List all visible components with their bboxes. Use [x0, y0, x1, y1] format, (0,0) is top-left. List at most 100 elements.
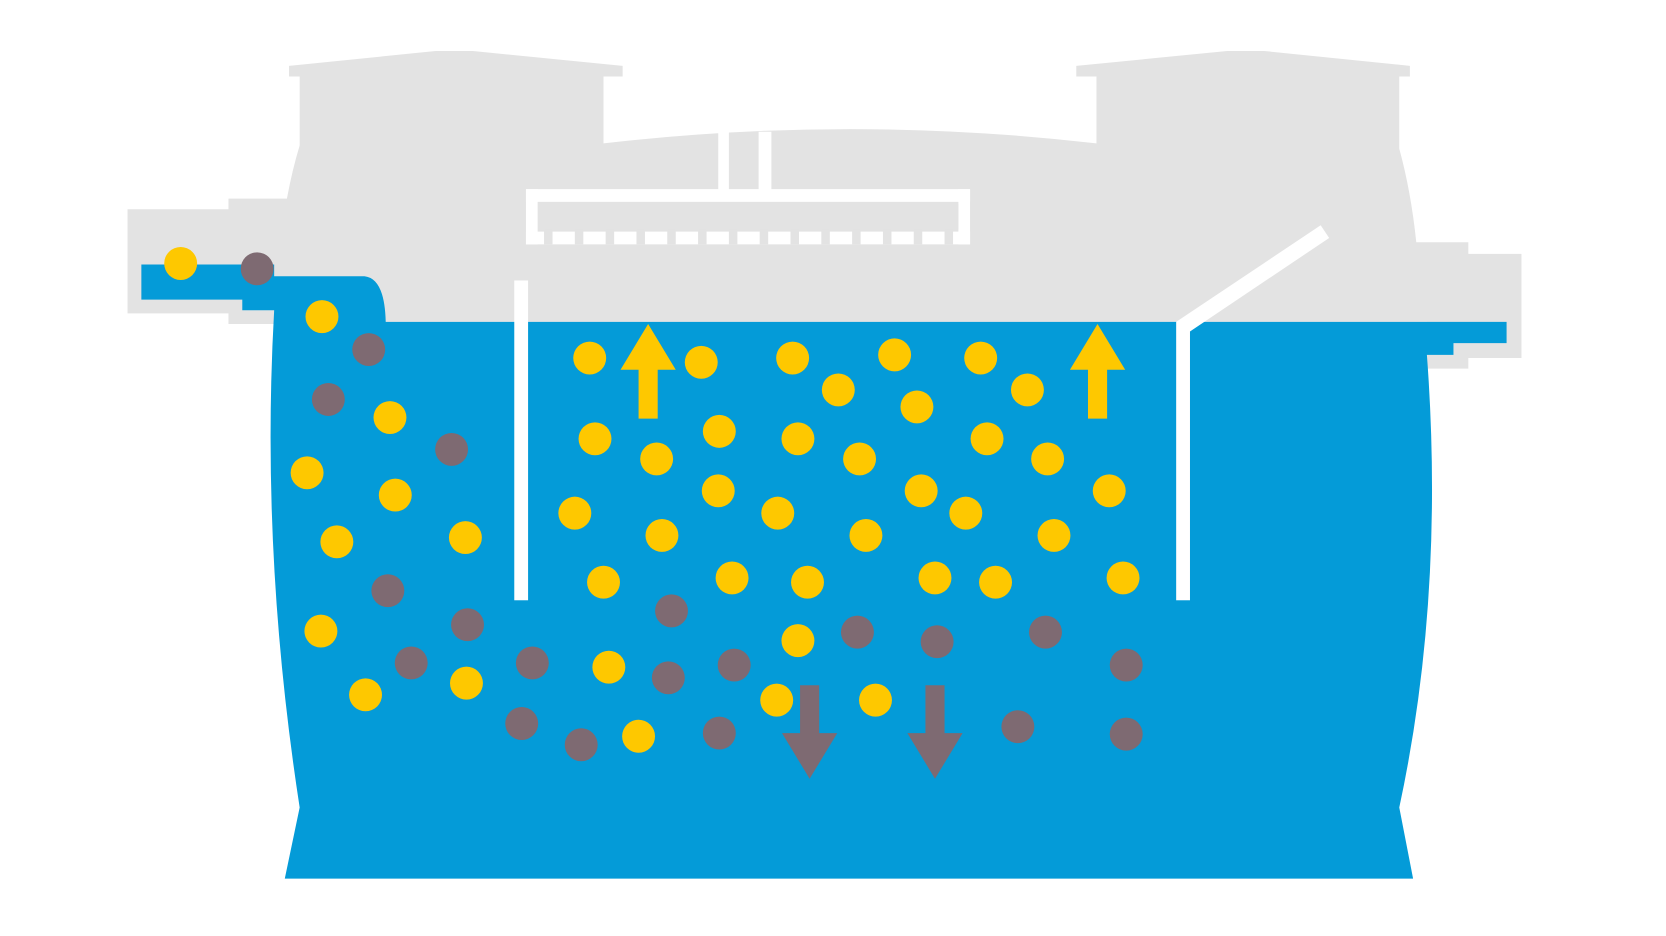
light-particle: [1010, 373, 1044, 407]
heavy-particle: [240, 252, 274, 286]
arrow-up-icon: [1069, 324, 1126, 419]
light-particle: [859, 683, 892, 717]
light-particle: [622, 719, 656, 753]
filter-tooth: [759, 229, 769, 245]
inlet-baffle: [514, 280, 529, 601]
light-particle: [1031, 442, 1065, 476]
filter-comb: [539, 203, 959, 245]
light-particle: [1106, 561, 1140, 595]
heavy-particle: [371, 574, 405, 608]
water-body: [141, 264, 1507, 879]
outlet-baffle: [1176, 321, 1190, 601]
filter-tooth: [728, 229, 738, 245]
heavy-particle: [1001, 710, 1035, 744]
light-particle: [645, 518, 679, 552]
filter-tooth: [882, 229, 892, 245]
filter-tooth: [544, 229, 553, 245]
light-particle: [1037, 518, 1071, 552]
vent-pipe-left: [718, 131, 729, 200]
light-particle: [378, 478, 412, 512]
filter-tooth: [852, 229, 861, 245]
light-particle: [761, 496, 795, 530]
filter-right-side: [958, 189, 971, 245]
flow-arrows: [620, 324, 1126, 779]
left-manhole-cap: [289, 50, 623, 77]
heavy-particle: [702, 716, 736, 750]
light-particle: [781, 624, 815, 658]
light-particle: [701, 474, 735, 508]
light-particle: [304, 614, 338, 648]
heavy-particle: [655, 594, 688, 628]
light-particle: [849, 518, 883, 552]
light-particle: [904, 474, 938, 508]
light-particle: [373, 401, 407, 435]
heavy-particle: [515, 646, 549, 680]
light-particle: [760, 683, 794, 717]
light-particle: [964, 341, 998, 375]
heavy-particle: [1029, 615, 1062, 649]
light-particle: [449, 666, 483, 700]
filter-plate: [539, 203, 959, 230]
arrow-up-icon: [620, 324, 676, 419]
light-particle: [587, 565, 620, 599]
heavy-particle: [717, 648, 751, 682]
light-particle: [573, 341, 607, 375]
filter-tooth: [574, 229, 584, 245]
light-particle: [684, 345, 718, 379]
light-particle: [164, 247, 198, 280]
light-particle: [791, 565, 824, 599]
heavy-particle: [564, 728, 598, 762]
light-particle: [448, 521, 482, 555]
light-particle: [1092, 474, 1126, 508]
light-particle: [900, 390, 934, 424]
filter-bottom: [525, 231, 971, 245]
heavy-particle: [451, 608, 484, 642]
heavy-particle: [920, 625, 954, 659]
right-manhole-cap: [1076, 50, 1410, 77]
filter-tooth: [821, 229, 830, 245]
light-particle: [702, 414, 736, 448]
heavy-particle: [1109, 717, 1143, 751]
light-particle: [592, 650, 626, 684]
heavy-particle: [311, 383, 345, 416]
filter-tooth: [913, 229, 923, 245]
filter-frame: [525, 189, 971, 202]
light-particle: [715, 561, 749, 595]
light-particle: [578, 422, 612, 456]
heavy-particle: [435, 432, 469, 466]
light-particle: [290, 456, 324, 490]
filter-tooth: [944, 229, 954, 245]
heavy-particle: [505, 707, 539, 740]
outlet-diagonal-pipe: [1176, 225, 1330, 332]
heavy-particle: [1109, 648, 1143, 682]
arrow-down-icon: [782, 685, 838, 779]
arrow-down-icon: [907, 685, 963, 779]
light-particle: [558, 496, 592, 530]
heavy-particle: [352, 333, 386, 367]
light-particle: [821, 373, 855, 407]
vent-pipe-right: [758, 131, 772, 200]
light-particle: [640, 442, 674, 476]
light-particle: [305, 300, 339, 334]
light-particle: [878, 338, 912, 372]
light-particle: [918, 561, 952, 595]
particles: [164, 247, 1143, 762]
light-particle: [776, 341, 810, 375]
light-particle: [970, 422, 1004, 456]
filter-tooth: [605, 229, 615, 245]
heavy-particle: [840, 615, 874, 649]
filter-tooth: [790, 229, 800, 245]
heavy-particle: [394, 646, 428, 680]
filter-tooth: [636, 229, 645, 245]
filter-tooth: [698, 229, 707, 245]
heavy-particle: [651, 661, 685, 695]
light-particle: [843, 442, 877, 476]
filter-left-side: [525, 189, 538, 245]
filter-tooth: [667, 229, 676, 245]
light-particle: [979, 565, 1013, 599]
light-particle: [949, 496, 983, 530]
light-particle: [781, 422, 815, 456]
light-particle: [320, 525, 354, 559]
light-particle: [349, 678, 382, 712]
